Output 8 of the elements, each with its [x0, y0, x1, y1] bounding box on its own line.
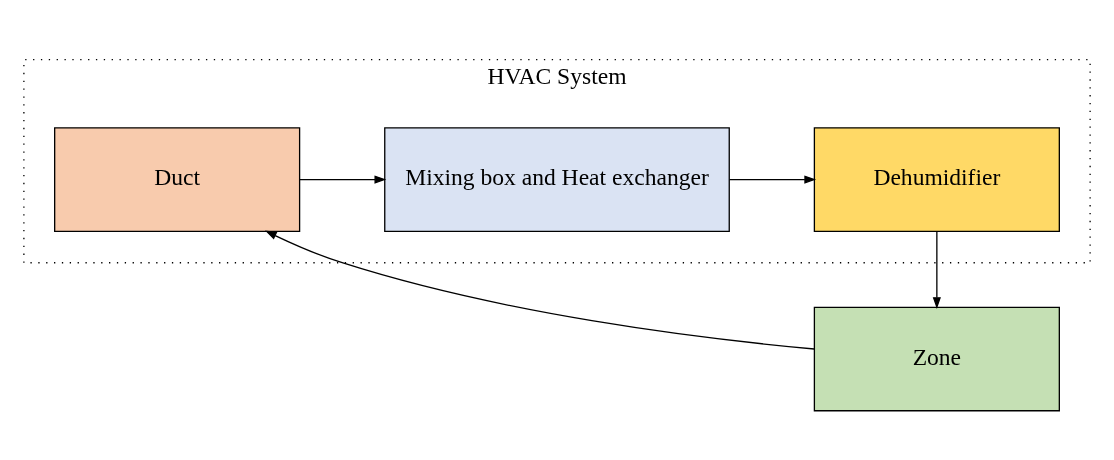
arrow	[264, 230, 815, 350]
node-box: Duct	[54, 127, 301, 232]
arrow	[932, 230, 941, 309]
node-box: Zone	[813, 306, 1060, 412]
node-box: Mixing box and Heat exchanger	[384, 127, 730, 232]
arrow	[299, 175, 387, 184]
arrow	[728, 175, 817, 184]
node-box: Dehumidifier	[813, 127, 1060, 232]
